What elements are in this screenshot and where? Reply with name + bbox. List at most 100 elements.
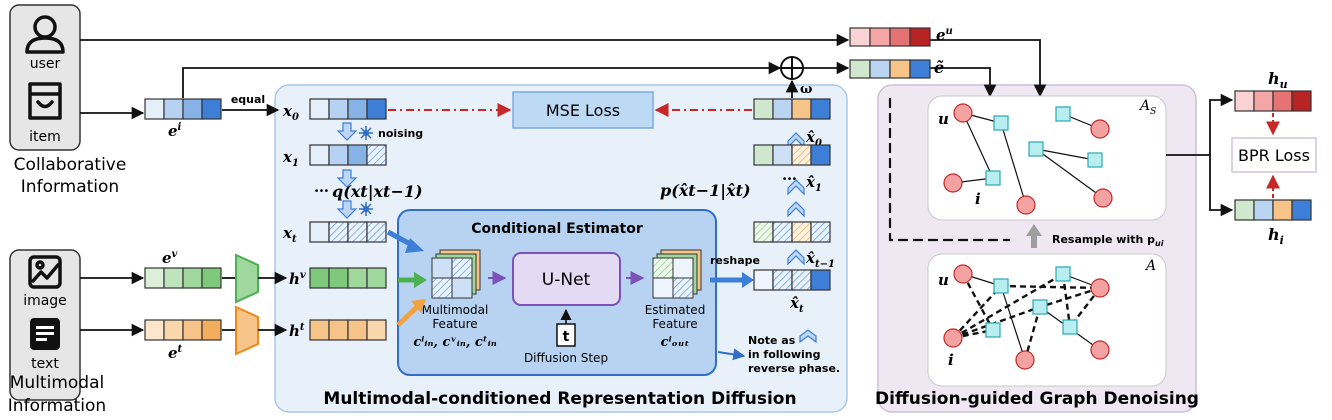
bpr-loss-label: BPR Loss	[1238, 146, 1310, 165]
xhat-t-vector	[753, 269, 831, 291]
xhat0-label: x̂0	[805, 128, 822, 149]
text-label: text	[31, 356, 59, 372]
graph-to-hu-arrow	[1166, 93, 1234, 156]
t-box-label: t	[563, 329, 570, 345]
x0-label: x0	[282, 102, 299, 123]
note-arrow	[717, 348, 746, 361]
ht-vector	[309, 319, 387, 341]
unet-box	[512, 252, 621, 306]
hv-vector	[309, 267, 387, 289]
user-label: user	[30, 56, 61, 72]
hu-vector	[1234, 90, 1312, 112]
resample-label: Resample with pui	[1052, 233, 1164, 248]
reverse-ellipsis: …	[782, 166, 797, 184]
reverse-chevron-3	[787, 201, 805, 218]
x1-vector	[309, 144, 387, 166]
hv-label: hv	[289, 270, 306, 288]
xhat1-vector	[753, 144, 831, 166]
ei-label: ei	[168, 122, 182, 140]
ei-to-plus-arrow	[182, 61, 782, 98]
reshape-label: reshape	[710, 254, 760, 267]
xt-vector	[309, 221, 387, 243]
item-label: item	[29, 129, 61, 145]
text-projector	[235, 305, 259, 356]
a-i-label: i	[948, 351, 954, 369]
xt-label: xt	[282, 224, 297, 245]
note-line1: Note as	[748, 334, 796, 347]
mse-loss-box	[512, 91, 654, 129]
graph-a-nodes	[943, 264, 1110, 370]
multimodal-feature-stack	[431, 249, 481, 299]
mm-feature-line1: Multimodal	[422, 303, 489, 317]
p-formula: p(x̂t−1|x̂t)	[660, 181, 751, 200]
collab-caption-1: Collaborative	[14, 155, 127, 175]
x1-label: x1	[282, 148, 299, 169]
reverse-chevron-4	[787, 249, 805, 266]
visual-projector	[235, 253, 259, 304]
est-feature-formula: cⁱₒᵤₜ	[661, 335, 690, 350]
graph-as-items	[985, 106, 1103, 186]
note-chevron-icon	[799, 329, 817, 344]
ev-label: ev	[162, 249, 178, 267]
forward-ellipsis: …	[314, 178, 329, 196]
graph-to-hi-arrow	[1209, 155, 1234, 217]
hi-label: hi	[1268, 225, 1284, 247]
estimated-feature-stack	[652, 249, 702, 299]
collab-caption-2: Information	[21, 177, 119, 197]
etilde-label: ẽ	[934, 58, 944, 77]
graph-section-title: Diffusion-guided Graph Denoising	[875, 389, 1199, 409]
graph-as-edges	[952, 112, 1104, 206]
eu-label: eu	[936, 26, 953, 44]
a-label: A	[1144, 258, 1156, 274]
diffusion-to-graph-dashed	[888, 98, 1010, 242]
est-feature-line2: Feature	[652, 317, 697, 331]
collab-panel	[9, 4, 81, 151]
image-label: image	[23, 293, 67, 309]
mse-loss-label: MSE Loss	[546, 101, 620, 120]
xhat0-vector	[753, 98, 831, 120]
est-feature-line1: Estimated	[645, 303, 706, 317]
mm-feature-line2: Feature	[432, 317, 477, 331]
et-label: et	[168, 344, 183, 362]
as-u-label: u	[938, 110, 949, 128]
hi-vector	[1234, 199, 1312, 221]
eu-to-graph-arrow	[930, 39, 1047, 98]
as-label: AS	[1138, 98, 1156, 117]
mm-feature-formula: cⁱᵢₙ, cᵛᵢₙ, cᵗᵢₙ	[413, 335, 496, 350]
equal-label: equal	[231, 93, 265, 106]
multimodal-caption-1: Multimodal	[10, 373, 104, 393]
item-icon	[28, 82, 62, 120]
etilde-vector	[849, 59, 931, 79]
text-icon	[30, 318, 60, 350]
et-vector	[144, 319, 222, 341]
a-u-label: u	[938, 271, 949, 289]
reverse-chevron-2	[787, 179, 805, 196]
note-line2: in following	[748, 348, 821, 361]
as-user-node	[953, 103, 973, 123]
hu-label: hu	[1268, 69, 1288, 91]
xhat-t-label: x̂t	[789, 294, 804, 315]
x0-vector	[309, 98, 387, 120]
note-line3: reverse phase.	[748, 362, 840, 375]
xhat-mid-vector	[753, 221, 831, 243]
diffusion-section-title: Multimodal-conditioned Representation Di…	[323, 389, 796, 409]
image-icon	[28, 255, 62, 289]
eu-vector	[849, 27, 931, 47]
xhat1-label: x̂1	[805, 173, 822, 194]
noising-arrow-3	[336, 200, 373, 219]
q-formula: q(xt|xt−1)	[332, 182, 423, 201]
noising-label: noising	[378, 127, 423, 140]
etilde-to-graph-arrow	[930, 67, 997, 98]
user-icon	[25, 15, 65, 54]
ei-vector	[144, 98, 222, 120]
noising-arrow-2	[336, 169, 358, 188]
noising-arrow-1	[336, 122, 373, 141]
estimator-title: Conditional Estimator	[471, 221, 643, 237]
bpr-loss-box	[1231, 137, 1317, 173]
multimodal-caption-2: Information	[8, 396, 106, 416]
xhat-tm1-label: x̂t−1	[805, 249, 835, 270]
diffusion-step-label: Diffusion Step	[524, 351, 608, 365]
plus-operator	[780, 56, 804, 80]
